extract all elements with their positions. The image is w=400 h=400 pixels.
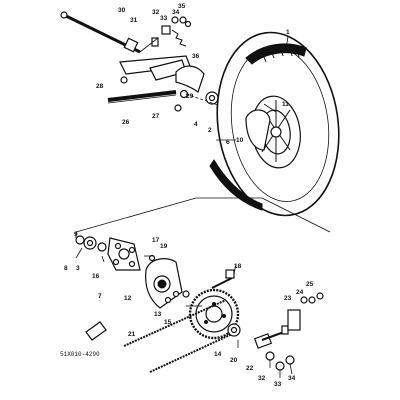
label-7: 7 <box>98 293 102 300</box>
assembly-connector-lines <box>75 197 331 238</box>
label-4: 4 <box>194 121 198 128</box>
label-21: 21 <box>128 331 136 338</box>
label-31: 31 <box>130 17 138 24</box>
label-16: 16 <box>92 273 100 280</box>
label-18: 18 <box>234 263 242 270</box>
leader-lines-top <box>216 35 289 141</box>
label-19: 19 <box>160 243 168 250</box>
sprocket-bolts <box>211 263 237 289</box>
label-32-lower: 32 <box>258 375 266 382</box>
label-35: 35 <box>178 3 186 10</box>
label-24: 24 <box>296 289 304 296</box>
label-10: 10 <box>236 137 244 144</box>
sprocket-hub <box>145 254 190 309</box>
label-14: 14 <box>214 351 222 358</box>
cush-drive-parts <box>75 235 141 271</box>
label-3: 3 <box>76 265 80 272</box>
label-32: 32 <box>152 9 160 16</box>
part-number-labels: 30 31 32 33 34 35 1 36 29 28 26 27 4 2 6… <box>60 3 314 388</box>
label-33-lower: 33 <box>274 381 282 388</box>
label-29: 29 <box>186 93 194 100</box>
label-36: 36 <box>192 53 200 60</box>
label-15: 15 <box>164 319 172 326</box>
label-2: 2 <box>208 127 212 134</box>
label-22: 22 <box>246 365 254 372</box>
label-12: 12 <box>124 295 132 302</box>
brake-torque-arm <box>107 55 191 112</box>
label-27: 27 <box>152 113 160 120</box>
label-6: 6 <box>226 139 230 146</box>
chain-guard-clip <box>85 321 107 341</box>
label-9: 9 <box>74 231 78 238</box>
rear-hub <box>245 95 301 169</box>
label-11: 11 <box>282 101 289 108</box>
label-34-lower: 34 <box>288 375 296 382</box>
label-23: 23 <box>284 295 292 302</box>
small-fasteners-bottom <box>265 351 295 378</box>
axle-collar-right <box>227 323 289 349</box>
diagram-part-code: 51X010-4290 <box>60 351 100 358</box>
chain-adjuster <box>287 292 324 331</box>
label-34: 34 <box>172 9 180 16</box>
label-20: 20 <box>230 357 238 364</box>
chain <box>123 299 233 373</box>
label-13: 13 <box>154 311 162 318</box>
label-1: 1 <box>286 29 290 36</box>
label-26: 26 <box>122 119 130 126</box>
label-30: 30 <box>118 7 126 14</box>
spacer-parts-top <box>123 16 192 53</box>
label-17: 17 <box>152 237 160 244</box>
label-28: 28 <box>96 83 104 90</box>
label-8: 8 <box>64 265 68 272</box>
label-25: 25 <box>306 281 314 288</box>
label-33: 33 <box>160 15 168 22</box>
rear-sprocket <box>188 288 240 340</box>
leader-lines-bottom <box>75 247 239 348</box>
